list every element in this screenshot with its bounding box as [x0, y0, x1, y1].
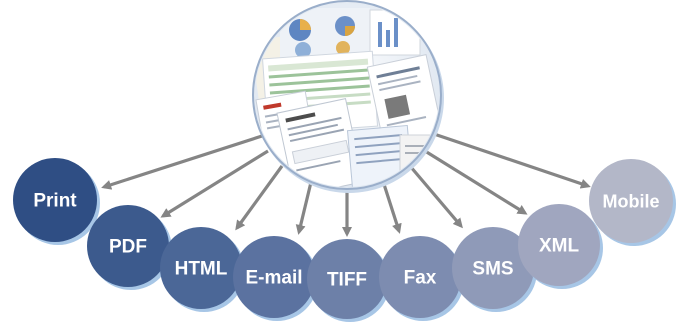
node-circle: [589, 159, 673, 243]
node-label-xml: XML: [539, 236, 580, 257]
arrow-to-pdf: [160, 149, 269, 218]
arrow-to-mobile: [433, 132, 591, 189]
node-circle: [452, 227, 534, 309]
node-circle: [307, 239, 387, 319]
node-label-print: Print: [33, 191, 77, 212]
output-node-tiff: TIFF: [307, 239, 390, 322]
node-circle: [160, 227, 242, 309]
arrow-to-e-mail: [295, 177, 314, 235]
output-node-pdf: PDF: [87, 205, 172, 290]
output-node-sms: SMS: [452, 227, 537, 312]
arrow-to-fax: [380, 177, 402, 234]
arrows-layer: [101, 132, 591, 237]
node-circle: [233, 236, 315, 318]
node-circle: [13, 158, 97, 242]
arrow-to-html: [235, 165, 284, 231]
output-node-xml: XML: [518, 204, 603, 289]
node-circle: [518, 204, 600, 286]
output-node-html: HTML: [160, 227, 245, 312]
arrow-to-sms: [408, 164, 463, 229]
document-collage-icon: [252, 0, 444, 193]
output-node-mobile: Mobile: [589, 159, 676, 246]
stacked-documents-icon: [255, 8, 439, 187]
node-label-mobile: Mobile: [603, 191, 660, 211]
arrow-to-xml: [424, 149, 528, 215]
node-label-e-mail: E-mail: [245, 268, 302, 289]
node-label-fax: Fax: [404, 268, 437, 289]
output-node-print: Print: [13, 158, 100, 245]
node-label-sms: SMS: [472, 259, 513, 280]
node-circle: [87, 205, 169, 287]
node-label-tiff: TIFF: [327, 270, 367, 291]
node-label-html: HTML: [175, 259, 228, 280]
output-node-fax: Fax: [379, 236, 464, 321]
node-label-pdf: PDF: [109, 237, 147, 258]
node-circle: [379, 236, 461, 318]
arrow-to-print: [101, 134, 263, 190]
output-node-e-mail: E-mail: [233, 236, 318, 321]
